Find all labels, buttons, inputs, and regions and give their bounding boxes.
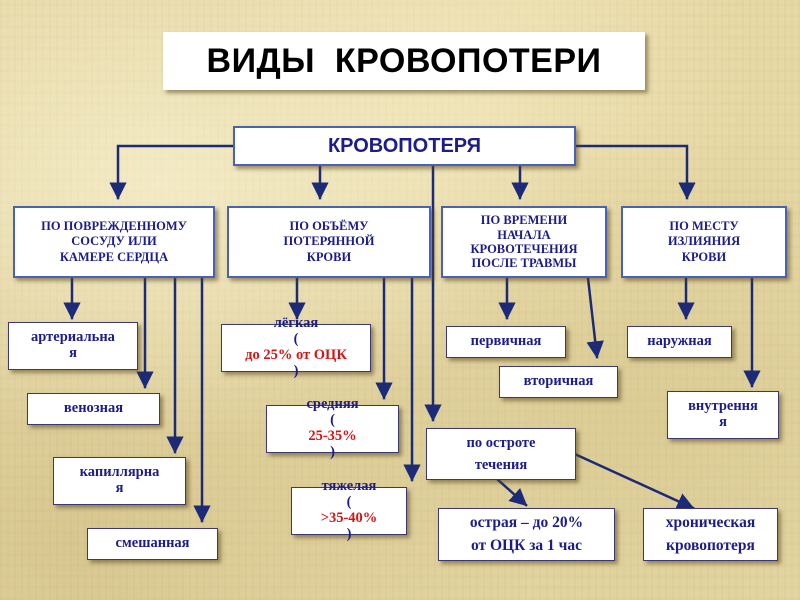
leaf-detail-value: >35-40% <box>320 510 378 526</box>
leaf-chronic: хроническая кровопотеря <box>643 508 778 561</box>
category-line: КРОВОТЕЧЕНИЯ <box>470 242 578 256</box>
leaf-line: венозная <box>63 400 124 417</box>
leaf-detail-value: до 25% от ОЦК <box>245 347 347 363</box>
leaf-light: лёгкая (до 25% от ОЦК) <box>221 315 371 379</box>
page-title: ВИДЫ КРОВОПОТЕРИ <box>163 32 645 90</box>
leaf-severe: тяжелая (>35-40%) <box>291 478 407 542</box>
category-line: ПО ОБЪЁМУ <box>289 218 369 233</box>
category-line: ПОСЛЕ ТРАВМЫ <box>471 256 577 271</box>
leaf-name: тяжелая <box>321 478 377 495</box>
leaf-line: наружная <box>647 333 712 350</box>
connector-root-to-vessel <box>109 144 235 200</box>
leaf-line: вторичная <box>523 373 594 390</box>
leaf-detail: (до 25% от ОЦК) <box>245 331 347 379</box>
category-line: КРОВИ <box>306 249 352 264</box>
leaf-mixed: смешанная <box>87 528 218 560</box>
category-line: ПО ПОВРЕЖДЕННОМУ <box>41 218 187 233</box>
category-line: ПО ВРЕМЕНИ <box>480 213 568 228</box>
category-line: КАМЕРЕ СЕРДЦА <box>59 249 169 264</box>
leaf-detail: (25-35%) <box>308 412 357 460</box>
leaf-line: кровопотеря <box>666 536 755 554</box>
leaf-line: по остроте <box>466 434 536 451</box>
leaf-detail: (>35-40%) <box>320 494 378 542</box>
root-node-blood-loss: КРОВОПОТЕРЯ <box>233 126 576 166</box>
leaf-venous: венозная <box>27 393 160 425</box>
connector-root-to-place <box>574 144 696 200</box>
leaf-detail-value: 25-35% <box>308 428 357 444</box>
category-line: КРОВИ <box>681 249 727 264</box>
acuity-label-box: по остроте течения <box>426 428 576 480</box>
leaf-internal: внутрення я <box>667 391 779 439</box>
category-line: ПО МЕСТУ <box>669 218 739 233</box>
category-time: ПО ВРЕМЕНИ НАЧАЛА КРОВОТЕЧЕНИЯ ПОСЛЕ ТРА… <box>441 206 607 278</box>
leaf-line: я <box>69 345 77 361</box>
leaf-line: я <box>115 480 124 496</box>
connector-to-secondary <box>586 276 604 359</box>
leaf-line: острая – до 20% <box>469 514 584 532</box>
category-volume: ПО ОБЪЁМУ ПОТЕРЯННОЙ КРОВИ <box>227 206 431 278</box>
leaf-name: лёгкая <box>273 315 319 332</box>
leaf-arterial: артериальна я <box>8 322 138 370</box>
connector-to-chronic <box>564 448 695 510</box>
leaf-acute: острая – до 20% от ОЦК за 1 час <box>438 508 615 561</box>
category-damaged-vessel: ПО ПОВРЕЖДЕННОМУ СОСУДУ ИЛИ КАМЕРЕ СЕРДЦ… <box>13 206 215 278</box>
category-line: СОСУДУ ИЛИ <box>71 234 157 249</box>
category-line: ИЗЛИЯНИЯ <box>667 234 741 249</box>
category-line: ПОТЕРЯННОЙ <box>283 234 375 249</box>
leaf-line: капиллярна <box>79 464 160 481</box>
leaf-line: первичная <box>470 333 542 350</box>
category-line: НАЧАЛА <box>497 227 551 242</box>
leaf-line: внутрення <box>688 398 758 415</box>
leaf-line: течения <box>474 457 528 473</box>
leaf-external: наружная <box>627 326 732 358</box>
leaf-medium: средняя (25-35%) <box>266 396 399 460</box>
leaf-line: от ОЦК за 1 час <box>470 536 583 554</box>
leaf-line: смешанная <box>115 535 190 552</box>
leaf-line: артериальна <box>31 329 115 346</box>
leaf-primary: первичная <box>446 326 566 358</box>
leaf-name: средняя <box>306 396 359 413</box>
leaf-capillary: капиллярна я <box>53 457 186 505</box>
leaf-line: хроническая <box>665 514 756 532</box>
leaf-secondary: вторичная <box>499 366 618 398</box>
category-place: ПО МЕСТУ ИЗЛИЯНИЯ КРОВИ <box>621 206 787 278</box>
leaf-line: я <box>719 414 727 430</box>
